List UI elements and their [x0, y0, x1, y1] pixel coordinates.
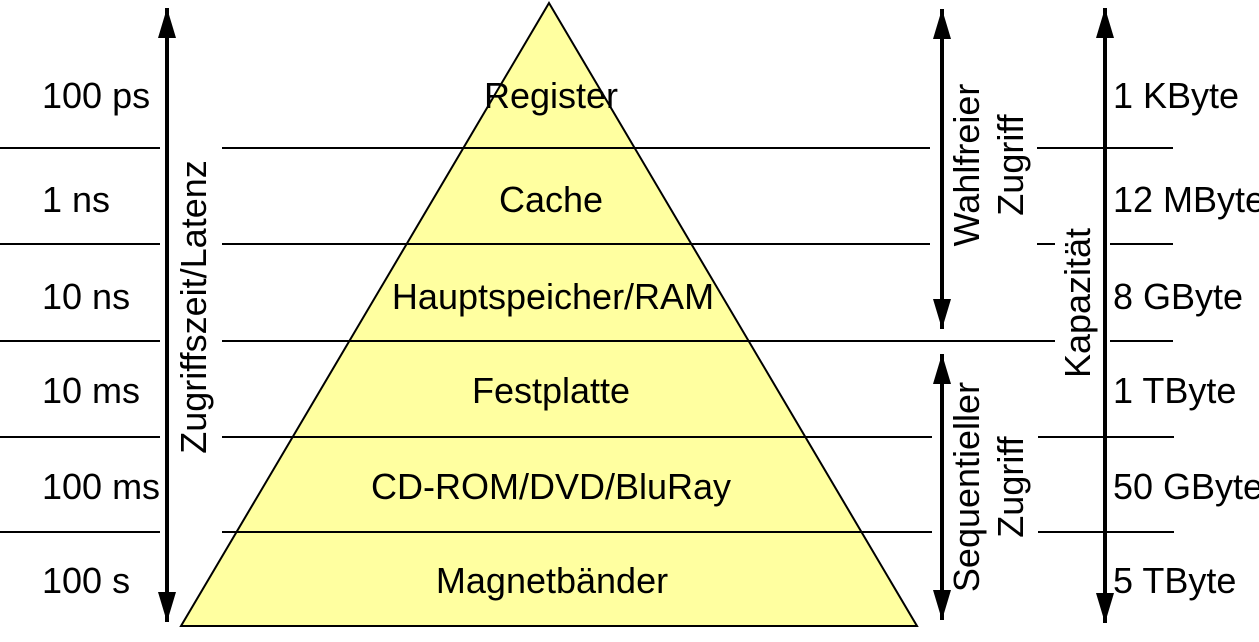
- level-name: Hauptspeicher/RAM: [392, 276, 714, 317]
- capacity-value: 12 MByte: [1113, 179, 1259, 220]
- random-access-label-line2: Zugriff: [990, 113, 1031, 215]
- latency-value: 10 ms: [42, 370, 140, 411]
- capacity-value: 1 TByte: [1113, 370, 1236, 411]
- capacity-value: 5 TByte: [1113, 560, 1236, 601]
- capacity-value: 50 GByte: [1113, 466, 1259, 507]
- capacity-value: 1 KByte: [1113, 75, 1239, 116]
- latency-value: 1 ns: [42, 179, 110, 220]
- capacity-value: 8 GByte: [1113, 276, 1243, 317]
- level-name: Register: [484, 75, 618, 116]
- level-name: Festplatte: [472, 370, 630, 411]
- latency-value: 100 s: [42, 560, 130, 601]
- capacity-values: 1 KByte 12 MByte 8 GByte 1 TByte 50 GByt…: [1113, 75, 1259, 601]
- sequential-access-label-line1: Sequentieller: [946, 382, 987, 592]
- latency-values: 100 ps 1 ns 10 ns 10 ms 100 ms 100 s: [42, 75, 160, 601]
- level-names: Register Cache Hauptspeicher/RAM Festpla…: [371, 75, 731, 601]
- pyramid-shape: [179, 1, 919, 627]
- level-name: Cache: [499, 179, 603, 220]
- random-access-label-line1: Wahlfreier: [946, 84, 987, 247]
- latency-value: 10 ns: [42, 276, 130, 317]
- level-name: CD-ROM/DVD/BluRay: [371, 466, 731, 507]
- capacity-axis-label: Kapazität: [1057, 228, 1098, 378]
- axis-arrows: [158, 8, 1114, 623]
- latency-value: 100 ps: [42, 75, 150, 116]
- level-name: Magnetbänder: [436, 560, 668, 601]
- sequential-access-label-line2: Zugriff: [990, 435, 1031, 537]
- latency-value: 100 ms: [42, 466, 160, 507]
- latency-axis-label: Zugriffszeit/Latenz: [173, 160, 214, 453]
